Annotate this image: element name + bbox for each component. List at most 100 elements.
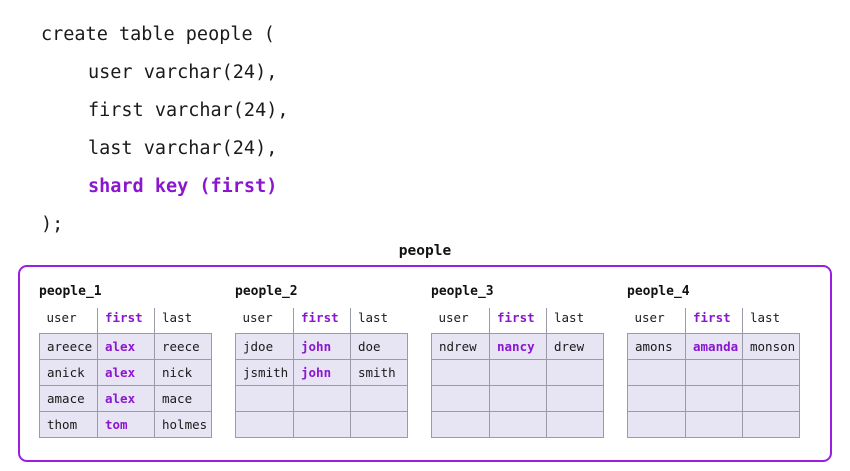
- sql-line-3: last varchar(24),: [88, 138, 278, 159]
- column-header-first: first: [97, 308, 155, 334]
- cell-user: jdoe: [235, 333, 294, 360]
- table-row: [627, 411, 800, 438]
- cell-user: [627, 411, 686, 438]
- cell-user: amace: [39, 385, 98, 412]
- cell-last: [742, 385, 800, 412]
- cell-user: amons: [627, 333, 686, 360]
- cell-user: [627, 385, 686, 412]
- cell-first: [489, 359, 547, 386]
- column-header-last: last: [350, 308, 408, 334]
- cell-last: drew: [546, 333, 604, 360]
- cell-last: [350, 385, 408, 412]
- cell-last: [546, 411, 604, 438]
- cell-last: smith: [350, 359, 408, 386]
- shard-title: people_3: [431, 284, 494, 299]
- column-header-user: user: [438, 310, 469, 325]
- table-row: [431, 359, 604, 386]
- cell-last: monson: [742, 333, 800, 360]
- column-header-first: first: [293, 308, 351, 334]
- cell-first: [293, 385, 351, 412]
- column-header-first: first: [489, 308, 547, 334]
- cell-first: tom: [97, 411, 155, 438]
- cell-user: [235, 411, 294, 438]
- column-header-first: first: [685, 308, 743, 334]
- cell-user: ndrew: [431, 333, 490, 360]
- cell-first: nancy: [489, 333, 547, 360]
- cell-last: [742, 359, 800, 386]
- cell-last: reece: [154, 333, 212, 360]
- cell-first: amanda: [685, 333, 743, 360]
- sql-line-4: shard key (first): [88, 176, 278, 197]
- sql-line-2: first varchar(24),: [88, 100, 289, 121]
- cell-first: [685, 411, 743, 438]
- cell-user: areece: [39, 333, 98, 360]
- column-header-last: last: [742, 308, 800, 334]
- cell-last: nick: [154, 359, 212, 386]
- table-row: [235, 411, 408, 438]
- table-row: [627, 359, 800, 386]
- cell-user: [431, 359, 490, 386]
- table-row: [235, 385, 408, 412]
- sql-line-5: );: [41, 214, 64, 235]
- cell-last: mace: [154, 385, 212, 412]
- cell-first: [489, 385, 547, 412]
- column-header-user: user: [634, 310, 665, 325]
- cell-first: alex: [97, 359, 155, 386]
- cell-user: [235, 385, 294, 412]
- cell-first: john: [293, 359, 351, 386]
- table-row: [627, 385, 800, 412]
- cell-user: thom: [39, 411, 98, 438]
- cell-first: john: [293, 333, 351, 360]
- cell-first: [293, 411, 351, 438]
- cell-last: [546, 385, 604, 412]
- diagram-title: people: [398, 243, 452, 259]
- shard-title: people_1: [39, 284, 102, 299]
- column-header-user: user: [46, 310, 77, 325]
- cell-user: anick: [39, 359, 98, 386]
- cell-first: alex: [97, 333, 155, 360]
- table-row: [431, 385, 604, 412]
- sql-line-1: user varchar(24),: [88, 62, 278, 83]
- cell-last: holmes: [154, 411, 212, 438]
- cell-user: [431, 385, 490, 412]
- cell-first: alex: [97, 385, 155, 412]
- cell-first: [685, 359, 743, 386]
- table-row: [431, 411, 604, 438]
- column-header-last: last: [154, 308, 212, 334]
- sql-code-block: create table people ( user varchar(24), fi…: [41, 16, 288, 244]
- cell-first: [685, 385, 743, 412]
- cell-last: doe: [350, 333, 408, 360]
- column-header-user: user: [242, 310, 273, 325]
- cell-user: [627, 359, 686, 386]
- cell-user: jsmith: [235, 359, 294, 386]
- cell-last: [546, 359, 604, 386]
- cell-first: [489, 411, 547, 438]
- shard-title: people_4: [627, 284, 690, 299]
- cell-user: [431, 411, 490, 438]
- sql-line-0: create table people (: [41, 24, 275, 45]
- cell-last: [742, 411, 800, 438]
- column-header-last: last: [546, 308, 604, 334]
- cell-last: [350, 411, 408, 438]
